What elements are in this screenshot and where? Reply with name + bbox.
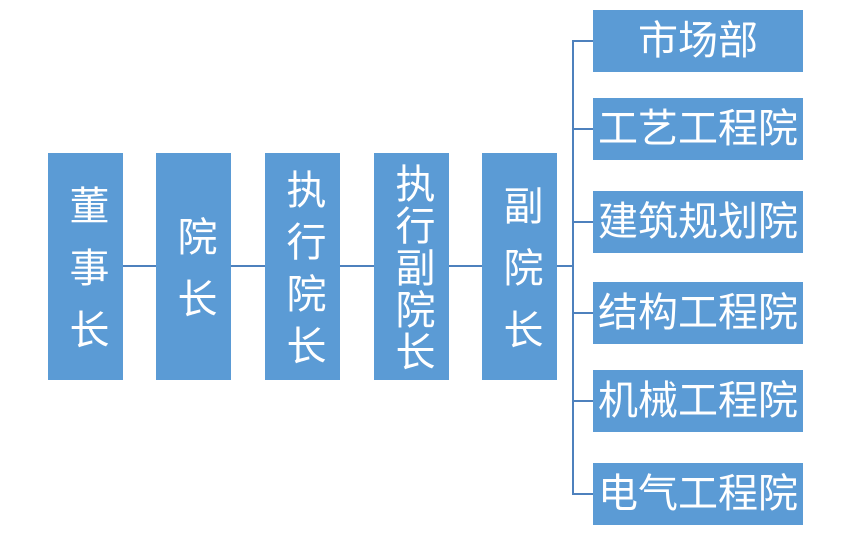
connector-executive-vice-president-vice-president <box>449 265 482 267</box>
org-node-chairman: 董事长 <box>48 153 123 380</box>
org-node-label: 执行院长 <box>280 168 326 377</box>
org-node-label: 市场部 <box>638 18 758 63</box>
org-node-marketing-department: 市场部 <box>593 10 803 72</box>
org-node-label: 副院长 <box>497 184 543 371</box>
connector-president-executive-president <box>231 265 265 267</box>
org-node-label: 建筑规划院 <box>598 199 798 244</box>
org-node-label: 电气工程院 <box>598 471 798 516</box>
org-node-architecture-planning-institute: 建筑规划院 <box>593 191 803 253</box>
org-node-label: 工艺工程院 <box>598 106 798 151</box>
connector-stub-electrical-engineering-institute <box>572 493 593 495</box>
connector-stub-mechanical-engineering-institute <box>572 400 593 402</box>
org-node-label: 董事长 <box>63 184 109 371</box>
connector-chairman-president <box>123 265 156 267</box>
org-node-label: 执行副院长 <box>389 162 435 373</box>
org-node-electrical-engineering-institute: 电气工程院 <box>593 463 803 525</box>
connector-executive-president-executive-vice-president <box>340 265 374 267</box>
connector-stub-architecture-planning-institute <box>572 221 593 223</box>
connector-trunk-vertical <box>572 40 574 495</box>
org-node-vice-president: 副院长 <box>482 153 557 380</box>
connector-stub-marketing-department <box>572 40 593 42</box>
org-node-process-engineering-institute: 工艺工程院 <box>593 98 803 160</box>
org-node-executive-vice-president: 执行副院长 <box>374 153 449 380</box>
org-node-executive-president: 执行院长 <box>265 153 340 380</box>
org-node-label: 院长 <box>171 215 217 340</box>
connector-stub-process-engineering-institute <box>572 128 593 130</box>
org-node-mechanical-engineering-institute: 机械工程院 <box>593 370 803 432</box>
connector-vice-president-trunk <box>557 265 573 267</box>
org-node-label: 机械工程院 <box>598 378 798 423</box>
org-node-president: 院长 <box>156 153 231 380</box>
org-node-structural-engineering-institute: 结构工程院 <box>593 282 803 344</box>
connector-stub-structural-engineering-institute <box>572 312 593 314</box>
org-node-label: 结构工程院 <box>598 290 798 335</box>
